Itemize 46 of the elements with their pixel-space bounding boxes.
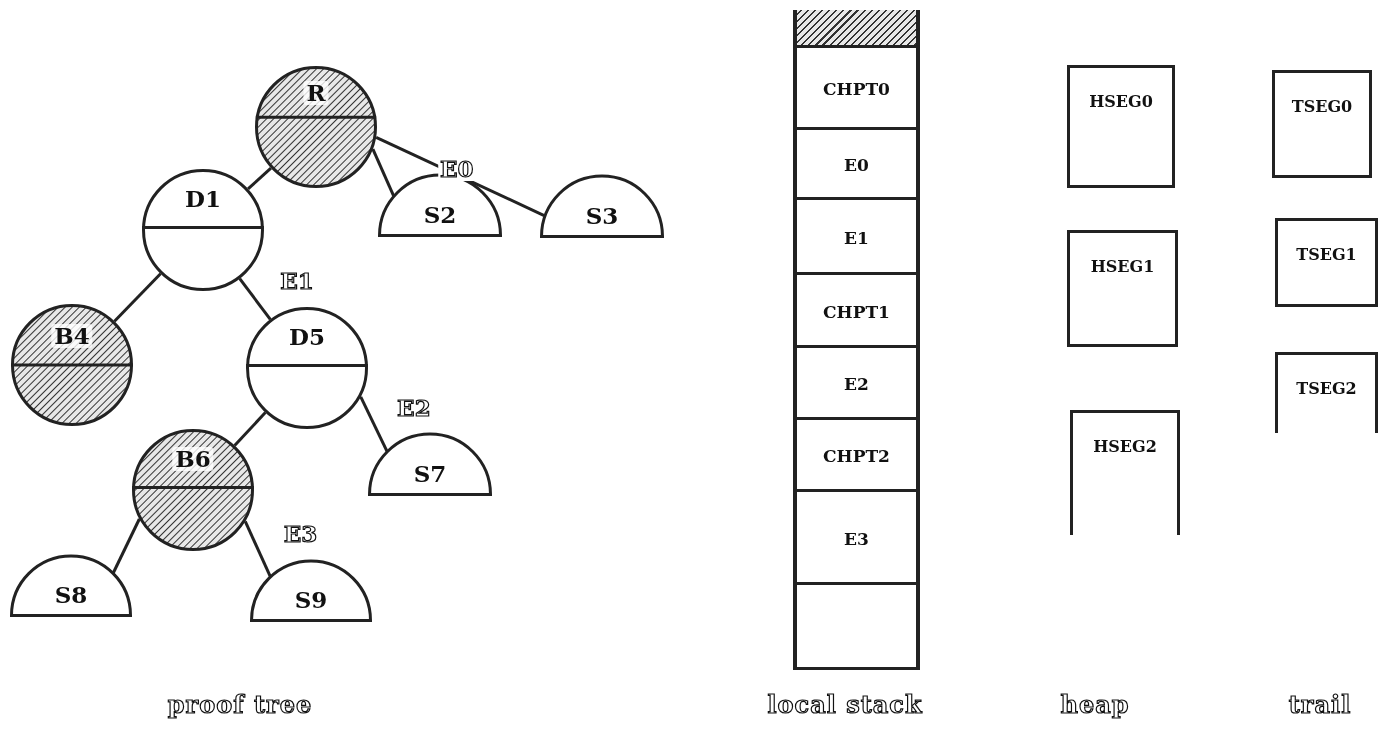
open-segment-box bbox=[1275, 352, 1378, 433]
tree-edge bbox=[238, 277, 272, 321]
node-label: CHPT1 bbox=[823, 300, 890, 324]
semicircle bbox=[250, 561, 372, 622]
semicircle bbox=[540, 176, 664, 238]
segment-box bbox=[1272, 70, 1372, 178]
node-label: TSEG0 bbox=[1291, 96, 1353, 118]
stack-column bbox=[793, 10, 920, 670]
hatched-cell bbox=[797, 10, 916, 48]
hatched-circle bbox=[132, 429, 254, 551]
segment-box bbox=[1067, 65, 1175, 188]
tree-edge bbox=[371, 148, 395, 197]
semicircle bbox=[10, 556, 132, 617]
caption: local stack bbox=[767, 690, 923, 719]
node-label: B4 bbox=[51, 323, 93, 348]
tree-edge bbox=[359, 396, 389, 452]
hatched-circle bbox=[255, 66, 377, 188]
tree-edge bbox=[111, 518, 141, 574]
edge-label: E1 bbox=[278, 269, 316, 293]
tree-edge bbox=[233, 411, 267, 447]
semicircle bbox=[368, 434, 492, 496]
node-label: TSEG1 bbox=[1296, 244, 1357, 266]
caption: heap bbox=[1060, 690, 1130, 719]
goal-circle bbox=[246, 307, 368, 429]
tree-edge bbox=[247, 167, 272, 190]
node-label: HSEG2 bbox=[1093, 436, 1157, 458]
goal-circle bbox=[142, 169, 264, 291]
node-label: HSEG0 bbox=[1089, 91, 1153, 113]
node-label: E0 bbox=[844, 154, 869, 177]
node-label: B6 bbox=[172, 447, 214, 472]
hatched-circle bbox=[11, 304, 133, 426]
node-label: E1 bbox=[844, 226, 869, 250]
caption: proof tree bbox=[167, 690, 313, 719]
node-label: R bbox=[303, 80, 329, 105]
tree-edge bbox=[243, 520, 272, 578]
segment-box bbox=[1067, 230, 1178, 347]
caption: trail bbox=[1288, 690, 1352, 719]
open-segment-box bbox=[1070, 410, 1180, 535]
node-label: CHPT0 bbox=[823, 78, 890, 101]
node-label: E3 bbox=[844, 527, 869, 551]
node-label: HSEG1 bbox=[1090, 256, 1155, 278]
node-label: E2 bbox=[844, 373, 869, 396]
node-label: TSEG2 bbox=[1296, 378, 1357, 400]
segment-box bbox=[1275, 218, 1378, 307]
node-label: CHPT2 bbox=[823, 445, 890, 468]
tree-edge bbox=[113, 272, 162, 323]
